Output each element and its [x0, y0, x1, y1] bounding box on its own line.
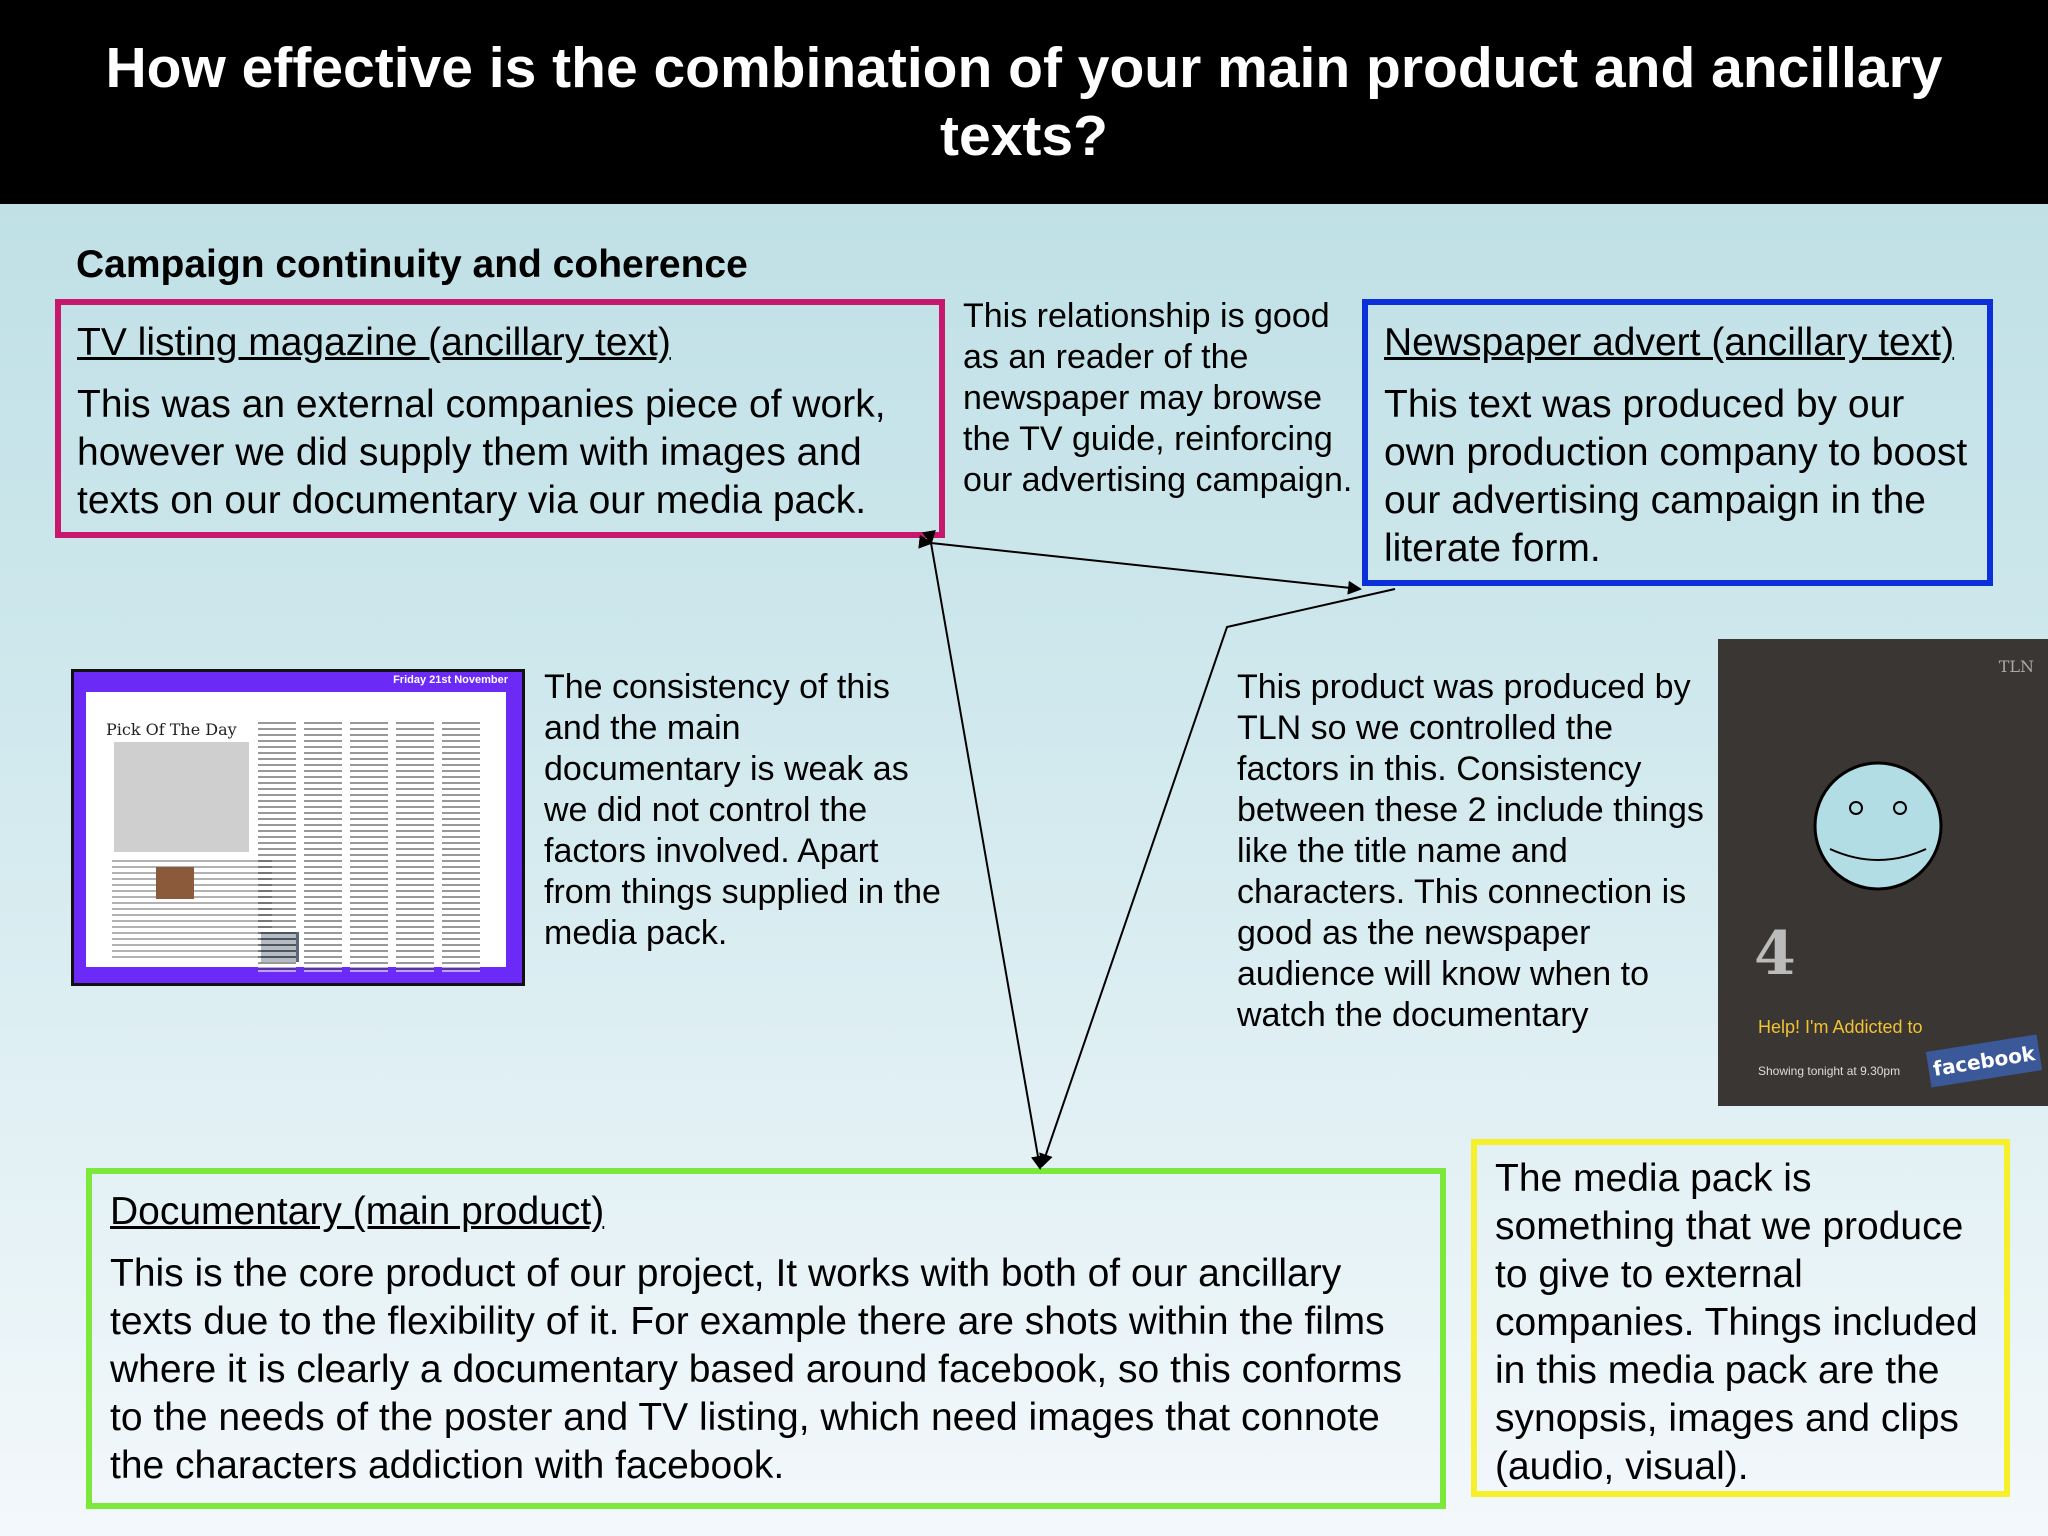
smiley-mouth: [1829, 848, 1927, 861]
tv-listing-page: Pick Of The Day: [86, 692, 506, 972]
arrow-tv-to-documentary: [922, 529, 1045, 1170]
tv-listing-small-photo: [156, 867, 194, 899]
poster-tln-logo: TLN: [1998, 657, 2034, 676]
documentary-box: Documentary (main product) This is the c…: [86, 1168, 1446, 1509]
documentary-body: This is the core product of our project,…: [110, 1252, 1402, 1487]
tv-listing-column: [396, 722, 434, 972]
tv-listing-date: Friday 21st November: [393, 674, 508, 686]
newspaper-body: This text was produced by our own produc…: [1384, 383, 1968, 570]
arrow-tv-to-newspaper: [918, 534, 1362, 595]
smiley-right-eye: [1893, 801, 1907, 815]
relationship-note: This relationship is good as an reader o…: [963, 297, 1353, 499]
newspaper-poster-image: TLN 4 Help! I'm Addicted to Showing toni…: [1718, 639, 2048, 1106]
tv-listing-box: TV listing magazine (ancillary text) Thi…: [55, 299, 945, 538]
poster-showing-time: Showing tonight at 9.30pm: [1758, 1064, 1901, 1078]
poster-tagline: Help! I'm Addicted to: [1758, 1017, 1923, 1037]
section-subtitle: Campaign continuity and coherence: [76, 243, 748, 286]
tv-listing-heading: TV listing magazine (ancillary text): [77, 321, 671, 364]
product-note: This product was produced by TLN so we c…: [1237, 668, 1704, 1034]
channel-4-logo: 4: [1754, 919, 1796, 989]
tv-listing-photo: [114, 742, 249, 852]
documentary-heading: Documentary (main product): [110, 1190, 605, 1233]
tv-listing-column: [258, 722, 296, 972]
tv-listing-thumbnail: Friday 21st November Pick Of The Day: [71, 669, 525, 986]
slide-title: How effective is the combination of your…: [0, 0, 2048, 204]
tv-listing-column: [304, 722, 342, 972]
media-pack-box: The media pack is something that we prod…: [1471, 1139, 2010, 1497]
smiley-face-icon: [1813, 761, 1943, 891]
tv-listing-column: [442, 722, 480, 972]
newspaper-heading: Newspaper advert (ancillary text): [1384, 321, 1955, 364]
smiley-face-circle: [1813, 761, 1943, 891]
newspaper-advert-box: Newspaper advert (ancillary text) This t…: [1362, 299, 1993, 586]
consistency-note: The consistency of this and the main doc…: [544, 668, 941, 952]
smiley-left-eye: [1849, 801, 1863, 815]
tv-listing-column: [350, 722, 388, 972]
tv-listing-pick-title: Pick Of The Day: [106, 720, 237, 739]
arrow-newspaper-to-documentary: [1039, 588, 1396, 1168]
tv-listing-body: This was an external companies piece of …: [77, 383, 886, 522]
